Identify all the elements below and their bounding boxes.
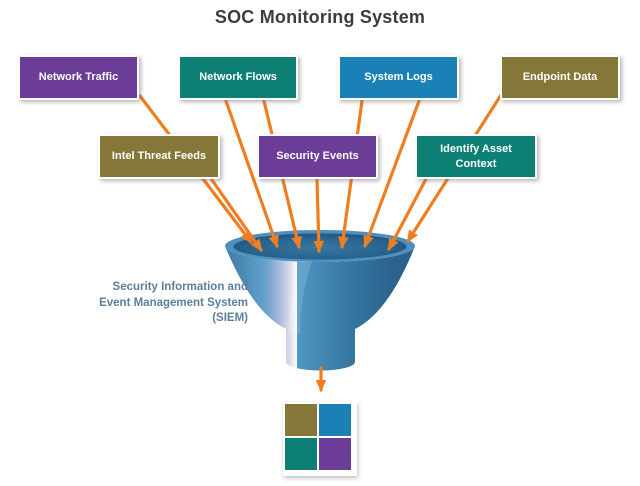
source-box-label: System Logs (364, 71, 433, 84)
siem-output-grid (283, 402, 357, 476)
arrow-identify-asset (387, 177, 428, 251)
funnel-body (225, 246, 415, 371)
diagram-title: SOC Monitoring System (214, 7, 426, 27)
arrow-intel-threat-feeds (210, 178, 263, 252)
output-cell-bottom-right (319, 438, 351, 470)
source-box-label: Security Events (276, 150, 359, 163)
source-box-identify-asset-context: Identify Asset Context (415, 134, 537, 179)
output-cell-bottom-left (285, 438, 317, 470)
source-box-security-events: Security Events (257, 134, 378, 179)
source-box-network-traffic: Network Traffic (18, 55, 139, 100)
arrow-network-flows-1 (224, 99, 279, 248)
arrow-system-logs-2 (363, 99, 421, 248)
siem-label-line: Security Information and (112, 281, 248, 293)
source-box-label: Network Traffic (38, 71, 119, 84)
arrow-security-events (313, 178, 325, 254)
output-cell-top-left (285, 404, 317, 436)
source-box-intel-threat-feeds: Intel Threat Feeds (98, 134, 220, 179)
source-box-network-flows: Network Flows (178, 55, 298, 100)
source-box-label: Intel Threat Feeds (111, 150, 207, 163)
funnel-highlight (288, 261, 312, 334)
siem-label-line: Event Management System (99, 296, 248, 309)
source-box-label: Network Flows (199, 71, 277, 84)
source-box-system-logs: System Logs (338, 55, 459, 100)
source-box-label: Endpoint Data (522, 71, 598, 84)
source-box-label: Identify Asset Context (440, 143, 512, 170)
siem-label-line: (SIEM) (212, 312, 248, 324)
output-cell-top-right (319, 404, 351, 436)
siem-label: Security Information and Event Managemen… (58, 280, 248, 327)
source-box-endpoint-data: Endpoint Data (500, 55, 620, 100)
